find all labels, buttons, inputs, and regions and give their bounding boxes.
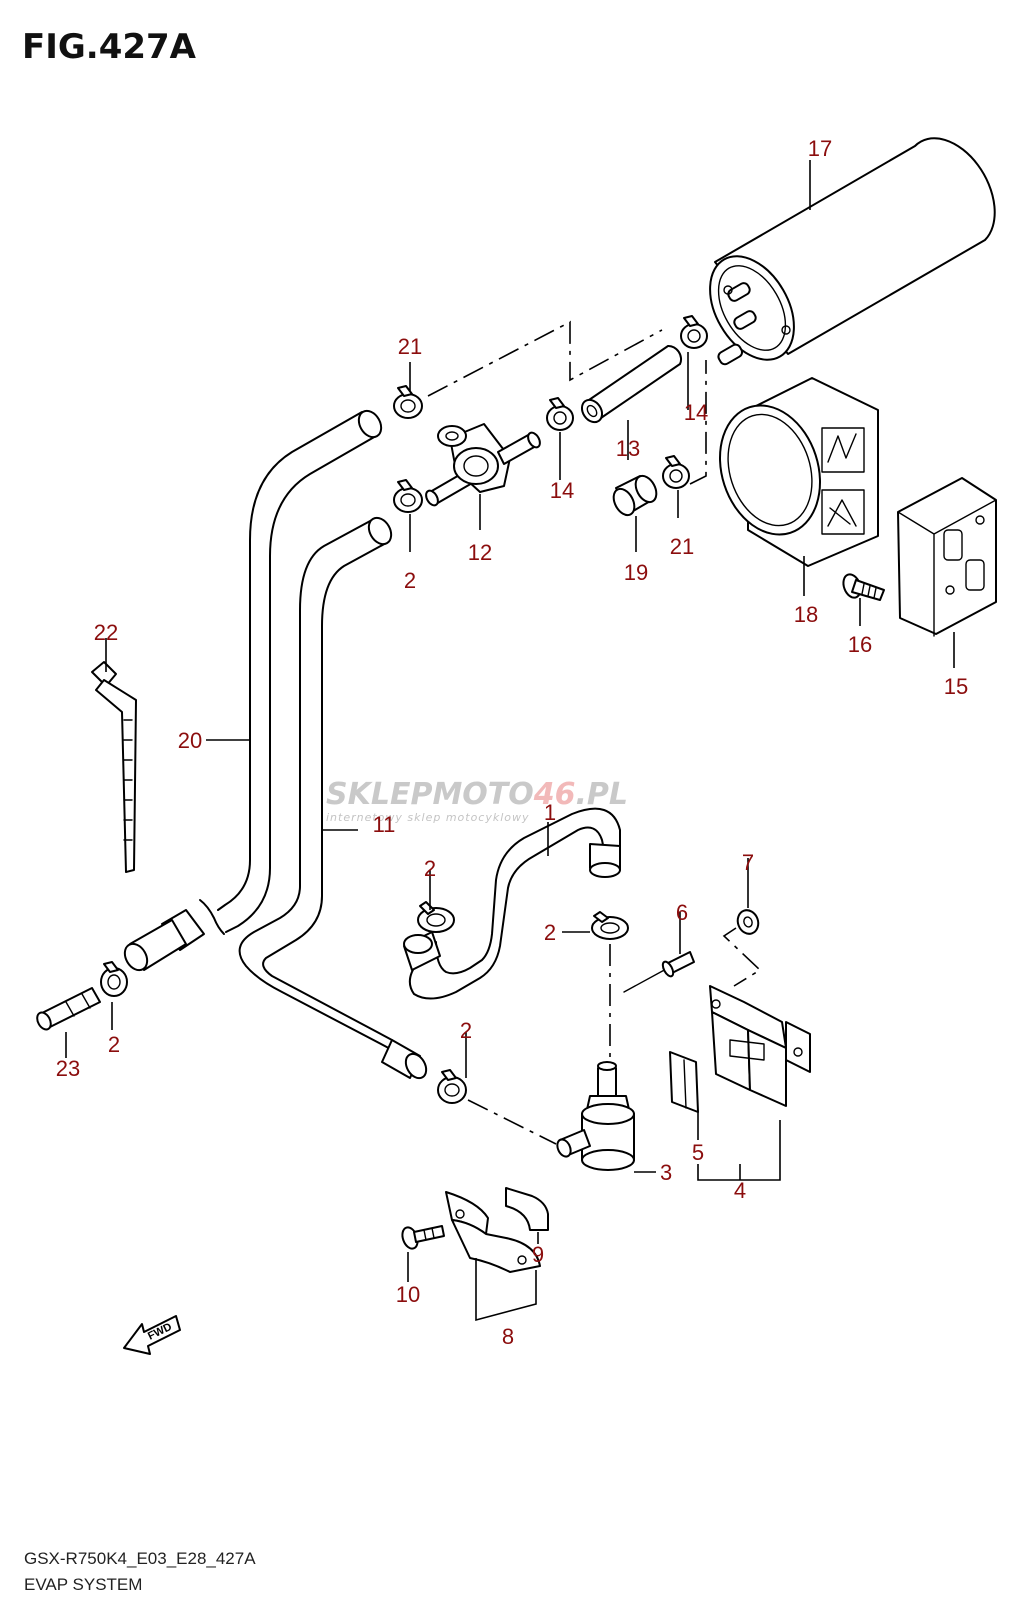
clamp-14-left xyxy=(546,397,574,431)
callout-14-left: 14 xyxy=(550,478,574,503)
callout-6: 6 xyxy=(676,900,688,925)
canister-part-17 xyxy=(709,137,996,366)
watermark-number: 46 xyxy=(533,777,576,812)
section-name: EVAP SYSTEM xyxy=(24,1575,142,1594)
callout-2-lower-left: 2 xyxy=(108,1032,120,1057)
bracket-set-part-4 xyxy=(669,985,811,1113)
callout-2-upper: 2 xyxy=(404,568,416,593)
callout-10: 10 xyxy=(396,1282,420,1307)
callout-23: 23 xyxy=(56,1056,80,1081)
callout-21-right: 21 xyxy=(670,534,694,559)
bolt-part-16 xyxy=(842,573,885,601)
cable-tie-part-22 xyxy=(91,661,137,873)
model-code: GSX-R750K4_E03_E28_427A xyxy=(24,1549,256,1568)
callout-1: 1 xyxy=(544,800,556,825)
callout-2-lower-right: 2 xyxy=(460,1018,472,1043)
callout-9: 9 xyxy=(532,1242,544,1267)
callout-14-right: 14 xyxy=(684,400,708,425)
callout-8: 8 xyxy=(502,1324,514,1349)
clamp-set-part-8 xyxy=(445,1187,549,1273)
watermark: SKLEPMOTO46.PL internetowy sklep motocyk… xyxy=(326,777,628,824)
fwd-direction-arrow: FWD xyxy=(123,1315,181,1355)
connection-lines xyxy=(427,320,762,1145)
watermark-tagline: internetowy sklep motocyklowy xyxy=(326,811,530,824)
clamp-14-right xyxy=(680,315,708,349)
clamp-2-lower-right xyxy=(437,1069,467,1104)
holder-part-18 xyxy=(719,377,879,567)
callout-2-pipe: 2 xyxy=(544,920,556,945)
figure-title: FIG.427A xyxy=(22,27,197,67)
callout-3: 3 xyxy=(660,1160,672,1185)
callout-labels: 17 21 14 13 14 12 2 21 19 18 16 15 22 20… xyxy=(56,136,968,1349)
watermark-suffix: .PL xyxy=(576,777,629,812)
callout-19: 19 xyxy=(624,560,648,585)
svg-text:SKLEPMOTO46.PL: SKLEPMOTO46.PL xyxy=(326,777,628,812)
callout-5: 5 xyxy=(692,1140,704,1165)
fitting-part-3 xyxy=(556,1061,635,1171)
clamp-2-pipe xyxy=(591,911,629,940)
clamp-2-lower-left xyxy=(100,961,128,997)
callout-16: 16 xyxy=(848,632,872,657)
callout-4: 4 xyxy=(734,1178,746,1203)
callout-15: 15 xyxy=(944,674,968,699)
cap-part-19 xyxy=(612,474,658,517)
valve-part-12 xyxy=(425,423,541,507)
callout-18: 18 xyxy=(794,602,818,627)
hose-part-11 xyxy=(238,516,428,1080)
watermark-brand: SKLEPMOTO xyxy=(326,777,534,812)
callout-7: 7 xyxy=(742,850,754,875)
clamp-2-middle xyxy=(417,901,455,933)
hose-part-1 xyxy=(403,807,621,1000)
callout-13: 13 xyxy=(616,436,640,461)
washer-part-7 xyxy=(736,909,760,935)
callout-2-middle: 2 xyxy=(424,856,436,881)
callout-12: 12 xyxy=(468,540,492,565)
callout-17: 17 xyxy=(808,136,832,161)
hose-part-20 xyxy=(123,409,383,972)
callout-22: 22 xyxy=(94,620,118,645)
screw-part-10 xyxy=(401,1225,445,1250)
clamp-21-top xyxy=(393,385,423,419)
callout-20: 20 xyxy=(178,728,202,753)
clamp-21-right xyxy=(662,455,690,489)
callout-21-top: 21 xyxy=(398,334,422,359)
clamp-2-upper xyxy=(393,479,423,513)
fitting-part-23 xyxy=(36,987,101,1031)
hose-part-13 xyxy=(580,345,683,424)
rivet-part-6 xyxy=(623,951,695,993)
callout-11: 11 xyxy=(373,812,396,837)
bracket-part-15 xyxy=(897,477,997,637)
leader-lines xyxy=(65,160,955,1322)
